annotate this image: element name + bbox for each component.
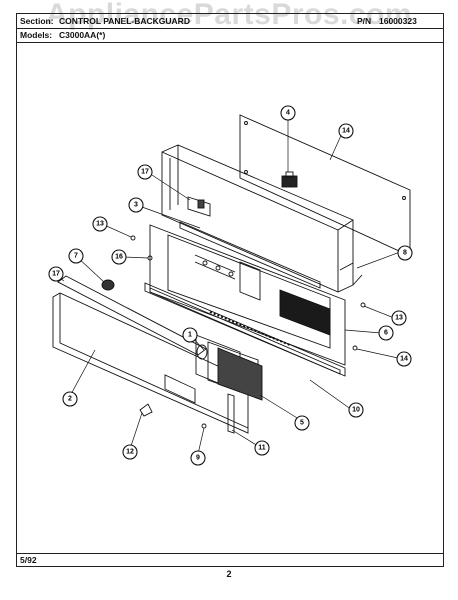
callout-5: 5 [294,415,310,431]
callout-labels: 4 14 17 3 13 16 7 17 8 13 6 14 1 10 5 11… [48,105,413,466]
pn-value: 16000323 [379,16,417,26]
footer-divider [17,553,443,554]
callout-17: 17 [48,266,64,282]
callout-9: 9 [190,450,206,466]
callout-14-lower: 14 [396,351,412,367]
models-label: Models: [20,30,53,40]
callout-6: 6 [378,325,394,341]
svg-text:4: 4 [286,110,290,117]
header-row-models: Models: C3000AA(*) [17,28,443,43]
svg-text:7: 7 [74,253,78,260]
svg-text:3: 3 [134,202,138,209]
section-title: CONTROL PANEL-BACKGUARD [59,16,190,26]
header-row-section: Section: CONTROL PANEL-BACKGUARD P/N 160… [17,14,443,29]
callout-11: 11 [254,440,270,456]
callout-14-upper: 13 [92,216,108,232]
keypad-strip-part [144,282,346,377]
svg-text:9: 9 [196,455,200,462]
watermark-logo: AppliancePartsPros.com [45,0,413,31]
svg-text:11: 11 [258,445,266,452]
models-value: C3000AA(*) [59,30,106,40]
callout-1: 1 [182,327,198,343]
callout-8: 8 [397,245,413,261]
control-panel-part [149,224,346,366]
callout-13: 13 [391,310,407,326]
bracket-part [187,196,211,217]
svg-text:13: 13 [395,315,403,322]
svg-text:14: 14 [342,128,350,135]
svg-text:6: 6 [384,330,388,337]
callout-2: 2 [62,391,78,407]
front-overlay-part [52,292,249,434]
center-module-part [195,334,263,401]
svg-text:8: 8 [403,250,407,257]
narrow-strip-part [227,393,235,434]
callout-15: 14 [338,123,354,139]
callout-4: 4 [280,105,296,121]
svg-text:14: 14 [400,356,408,363]
trim-strip-part [179,221,321,289]
pn-label: P/N [357,16,372,26]
callout-7: 7 [68,248,84,264]
callout-3: 3 [128,197,144,213]
rear-panel-part [239,114,411,257]
switch-part [281,171,298,188]
knob-part [101,279,115,291]
svg-text:17: 17 [52,271,60,278]
svg-text:16: 16 [115,254,123,261]
svg-text:10: 10 [352,407,360,414]
callout-12: 12 [122,444,138,460]
svg-text:5: 5 [300,420,304,427]
backguard-housing-part [161,144,363,293]
tube-part [57,275,208,360]
clip-part [139,403,153,417]
svg-text:13: 13 [96,221,104,228]
callout-16: 16 [111,249,127,265]
svg-text:1: 1 [188,332,192,339]
callout-18: 17 [137,164,153,180]
page-number: 2 [226,569,232,579]
svg-text:17: 17 [141,169,149,176]
svg-text:2: 2 [68,396,72,403]
callout-10: 10 [348,402,364,418]
parts-sheet: Section: CONTROL PANEL-BACKGUARD P/N 160… [16,13,444,567]
revision-date: 5/92 [20,555,37,565]
section-label: Section: [20,16,54,26]
svg-text:12: 12 [126,449,134,456]
